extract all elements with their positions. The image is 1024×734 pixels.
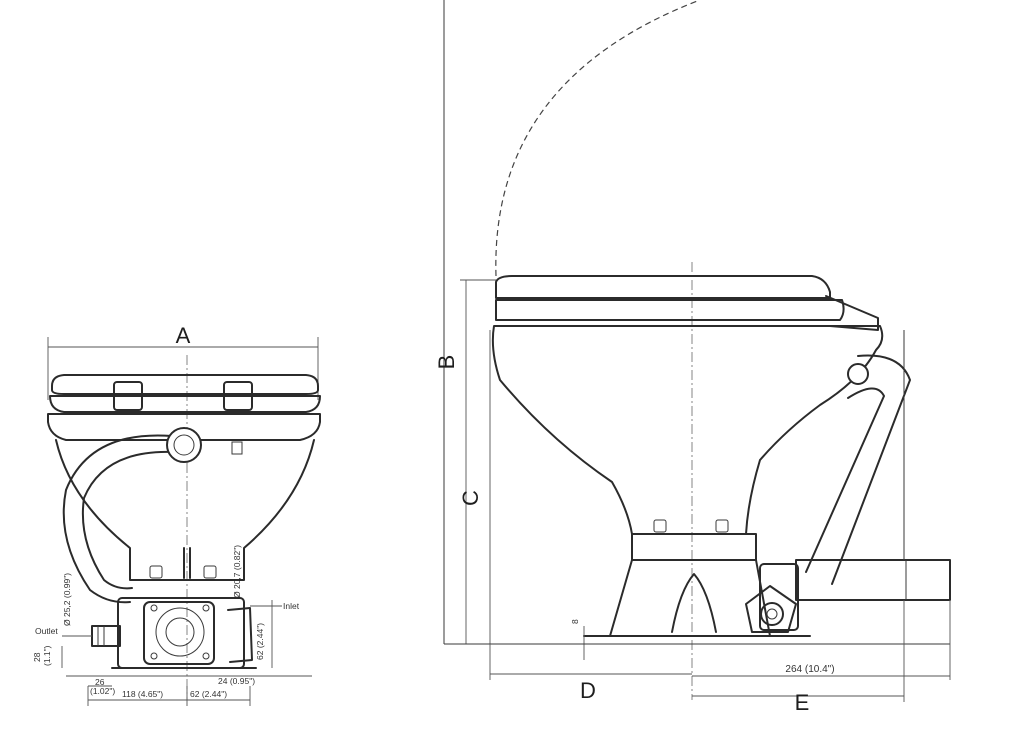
front-screw-3 (150, 652, 158, 660)
side-bolt-left (653, 519, 667, 533)
front-pump-side (227, 607, 253, 663)
front-pump-motor (155, 607, 205, 657)
side-pump-body (759, 563, 799, 631)
side-view: B C 8 (434, 0, 951, 715)
front-hose-connector-inner (173, 434, 195, 456)
label-e: E (795, 690, 810, 715)
side-hose-connector (847, 363, 869, 385)
dim-118: 118 (4.65") (122, 689, 163, 699)
front-hose-outer (62, 434, 173, 604)
front-bowl-rim (47, 413, 321, 441)
front-bolt-right (203, 565, 217, 579)
label-d: D (580, 678, 596, 703)
front-seat-ring (49, 395, 321, 413)
label-c: C (458, 490, 483, 506)
side-seat (495, 299, 845, 321)
side-pump-outlet-inner (766, 608, 778, 620)
front-hinge-right (223, 381, 253, 411)
dim-62-side: 62 (2.44") (255, 623, 265, 660)
front-hose-inner (81, 450, 173, 590)
side-bowl-collar (631, 533, 757, 561)
front-screw-2 (202, 604, 210, 612)
label-b: B (434, 355, 459, 370)
side-bolt-right (715, 519, 729, 533)
front-view: A (32, 323, 321, 706)
dim-26-in: (1.02") (90, 686, 115, 696)
label-inlet: Inlet (283, 601, 300, 611)
dim-264: 264 (10.4") (785, 664, 834, 675)
side-pump-flange (745, 585, 797, 633)
side-hinge (825, 295, 879, 331)
side-hose-inner (805, 387, 885, 573)
dim-8: 8 (570, 619, 580, 624)
front-pump-housing (143, 601, 215, 665)
front-valve (231, 441, 243, 455)
label-a: A (176, 323, 191, 348)
dim-62-bottom: 62 (2.44") (190, 689, 227, 699)
dim-28: 28 (32, 652, 42, 662)
dim-outlet-dia: Ø 25,2 (0.99") (62, 573, 72, 626)
dim-inlet-dia: Ø 20,7 (0.82") (232, 545, 242, 598)
side-hose-outer (831, 354, 911, 585)
side-pedestal-cutout (671, 573, 717, 633)
side-pedestal (609, 559, 771, 637)
dim-24: 24 (0.95") (218, 676, 255, 686)
label-outlet: Outlet (35, 626, 58, 636)
front-screw-1 (150, 604, 158, 612)
side-pump-outlet (760, 602, 784, 626)
front-outlet-pipe (91, 625, 121, 647)
front-screw-4 (202, 652, 210, 660)
side-lid (495, 275, 831, 299)
dim-26: 26 (95, 677, 105, 687)
dim-28-in: (1.1") (42, 645, 52, 666)
lid-swing-arc (495, 0, 701, 277)
front-seat-lid (51, 374, 319, 395)
side-bowl (491, 325, 884, 535)
front-pump-motor-inner (165, 617, 195, 647)
side-motor (795, 559, 951, 601)
front-hose-connector (166, 427, 202, 463)
front-hinge-left (113, 381, 143, 411)
front-bolt-left (149, 565, 163, 579)
